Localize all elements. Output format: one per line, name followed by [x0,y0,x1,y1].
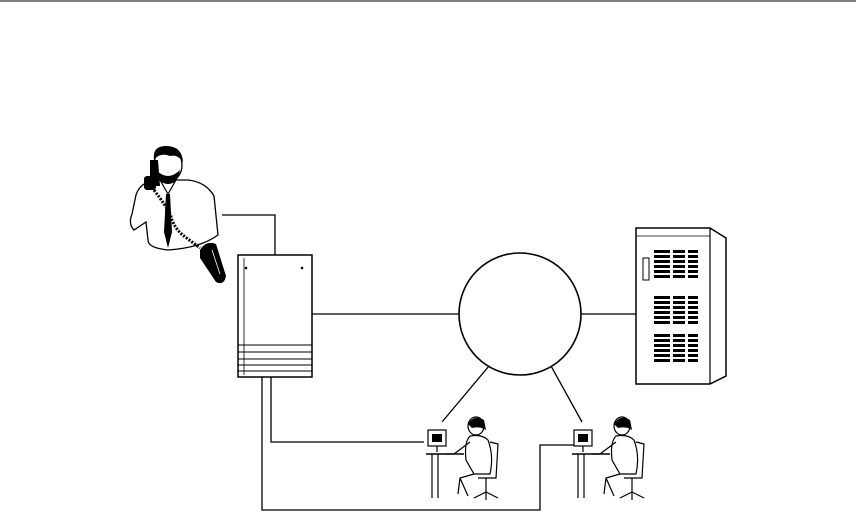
person-on-phone-icon [130,146,226,283]
rack-slot [673,265,685,268]
rack-slot [673,344,685,347]
rack-slot [673,306,685,309]
rack-slot [688,339,698,342]
rack-slot [688,311,698,314]
rack-slot [654,306,670,309]
rack-slot [654,334,670,337]
rack-slot [688,349,698,352]
rack-slot [688,255,698,258]
rack-slot [673,301,685,304]
rack-slot [654,354,670,357]
rack-slot [673,296,685,299]
telephone-switch-cabinet-icon [238,255,312,377]
connection-network-agent1 [442,366,489,422]
rack-slot [673,354,685,357]
agent-at-workstation-icon-2 [572,417,644,500]
rack-slot [673,334,685,337]
rack-slot [688,306,698,309]
rack-slot [688,316,698,319]
rack-slot [654,359,670,362]
rack-slot [688,250,698,253]
rack-slot [688,334,698,337]
rack-slot [673,359,685,362]
connection-caller-switch [222,215,275,255]
rack-slot [654,339,670,342]
rack-slot [673,339,685,342]
rack-slot [673,255,685,258]
rack-slot [688,359,698,362]
rack-slot [654,311,670,314]
rack-slot [654,255,670,258]
rack-slot [654,265,670,268]
rack-slot [654,270,670,273]
rack-slot [673,311,685,314]
rack-slot [688,344,698,347]
rack-slot [654,316,670,319]
rack-slot [654,260,670,263]
rack-slot [688,265,698,268]
rack-slot [688,354,698,357]
server-rack-slots [654,250,698,362]
rack-slot [654,250,670,253]
rack-slot [654,301,670,304]
agent-at-workstation-icon [426,417,498,500]
network-circle-icon [459,253,581,375]
rack-slot [673,316,685,319]
rack-slot [688,270,698,273]
connection-switch-agent2 [262,377,574,510]
rack-slot [688,301,698,304]
rack-slot [688,321,698,324]
rack-slot [688,275,698,278]
rack-slot [673,270,685,273]
rack-slot [654,296,670,299]
rack-slot [673,349,685,352]
rack-slot [654,275,670,278]
rack-slot [673,321,685,324]
rack-slot [688,296,698,299]
rack-slot [654,321,670,324]
connection-network-agent2 [551,366,582,422]
rack-slot [673,250,685,253]
connection-switch-agent1 [271,377,424,442]
rack-slot [688,260,698,263]
rack-slot [654,344,670,347]
rack-slot [673,260,685,263]
rack-slot [673,275,685,278]
rack-slot [654,349,670,352]
server-rack-icon [636,228,726,384]
